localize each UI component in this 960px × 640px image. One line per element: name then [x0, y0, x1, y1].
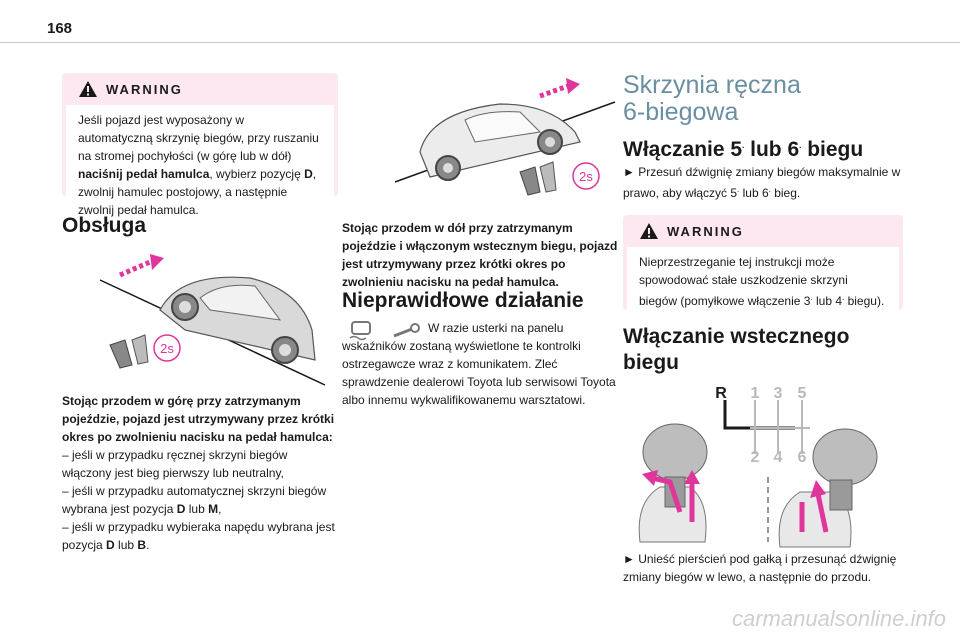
warning-box-left: WARNING Jeśli pojazd jest wyposażony w a…	[62, 73, 338, 225]
heading-obsluga: Obsługa	[62, 214, 147, 237]
bullet-3: – jeśli w przypadku wybieraka napędu wyb…	[62, 520, 335, 552]
warning-title: WARNING	[106, 81, 183, 97]
heading-gear-5-6: Włączanie 5. lub 6. biegu	[623, 138, 864, 161]
chapter-title: Skrzynia ręczna 6-biegowa	[623, 71, 801, 126]
warning-triangle-icon	[640, 223, 658, 239]
gear-label-6: 6	[798, 449, 807, 466]
page-number: 168	[47, 20, 73, 37]
step-reverse: ► Unieść pierścień pod gałką i przesunąć…	[623, 552, 897, 584]
warning-text: Nieprzestrzeganie tej instrukcji może sp…	[627, 247, 899, 316]
gear-knob-left	[638, 423, 708, 543]
hill-badge-left: 2s	[160, 341, 174, 356]
gear-knob-right	[778, 428, 878, 548]
gear-pattern-illustration: R 1 3 5 2 4 6	[638, 385, 878, 548]
step-gear-5-6: ► Przesuń dźwignię zmiany biegów maksyma…	[623, 165, 901, 200]
car-uphill-illustration: 2s	[99, 254, 326, 386]
car-slip-icon	[349, 321, 371, 341]
gear-label-1: 1	[751, 385, 760, 402]
warning-title: WARNING	[667, 223, 744, 239]
gear-label-5: 5	[798, 385, 807, 402]
warning-header: WARNING	[62, 73, 338, 105]
caption-uphill: Stojąc przodem w górę przy zatrzymanym p…	[62, 394, 335, 552]
gear-label-4: 4	[774, 449, 783, 466]
heading-nieprawidlowe: Nieprawidłowe działanie	[342, 289, 584, 312]
warning-lamps-icon	[349, 321, 420, 341]
warning-box-right: WARNING Nieprzestrzeganie tej instrukcji…	[623, 215, 903, 316]
bullet-1: – jeśli w przypadku ręcznej skrzyni bieg…	[62, 448, 288, 480]
hill-badge-middle: 2s	[579, 169, 593, 184]
gear-label-r: R	[715, 385, 727, 402]
warning-text: Jeśli pojazd jest wyposażony w automatyc…	[66, 105, 334, 225]
gear-shift-diagram: R 1 3 5 2 4 6	[715, 385, 810, 466]
caption-downhill: Stojąc przodem w dół przy zatrzymanym po…	[342, 221, 618, 289]
gear-label-2: 2	[751, 449, 760, 466]
header-rule	[0, 42, 960, 43]
warning-header: WARNING	[623, 215, 903, 247]
bullet-2: – jeśli w przypadku automatycznej skrzyn…	[62, 484, 327, 516]
heading-reverse: Włączanie wstecznego biegu	[623, 325, 850, 374]
warning-triangle-icon	[79, 81, 97, 97]
watermark: carmanualsonline.info	[731, 606, 946, 631]
wrench-icon	[393, 323, 420, 338]
gear-label-3: 3	[774, 385, 783, 402]
malfunction-text: W razie usterki na panelu wskaźników zos…	[342, 321, 616, 407]
car-downhill-illustration: 2s	[394, 78, 616, 196]
